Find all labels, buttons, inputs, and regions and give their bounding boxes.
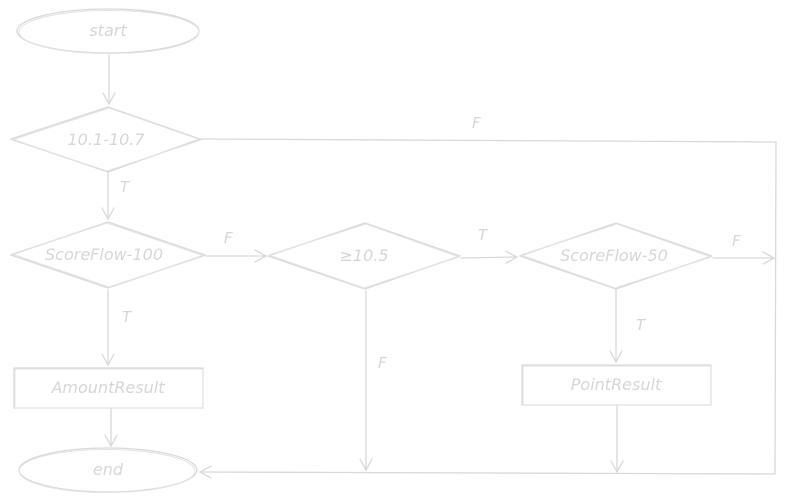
edge-label-threshold-false: F xyxy=(378,354,387,372)
start-label: start xyxy=(89,21,127,40)
process-amount-result-label: AmountResult xyxy=(50,378,165,397)
edge-label-scoreflow-100-false: F xyxy=(224,229,233,247)
edge-label-date-range-false: F xyxy=(472,114,481,132)
edge-label-scoreflow-50-false: F xyxy=(732,232,741,250)
decision-date-range[interactable]: 10.1-10.7 xyxy=(10,106,202,173)
decision-scoreflow-50[interactable]: ScoreFlow-50 xyxy=(519,222,713,290)
edge-label-scoreflow-100-true: T xyxy=(122,308,133,326)
process-point-result-label: PointResult xyxy=(571,375,662,394)
start-node[interactable]: start xyxy=(16,8,200,54)
decision-threshold[interactable]: ≥10.5 xyxy=(267,222,461,290)
end-node[interactable]: end xyxy=(18,447,198,493)
decision-date-range-label: 10.1-10.7 xyxy=(67,130,145,149)
edge-label-date-range-true: T xyxy=(120,178,131,196)
decision-scoreflow-100[interactable]: ScoreFlow-100 xyxy=(10,221,206,289)
edge-date-range-false xyxy=(198,138,777,479)
end-label: end xyxy=(93,460,124,479)
process-amount-result[interactable]: AmountResult xyxy=(13,367,204,409)
edge-threshold-true xyxy=(460,250,519,264)
edge-label-scoreflow-50-true: T xyxy=(636,316,647,334)
decision-threshold-label: ≥10.5 xyxy=(339,246,388,265)
decision-scoreflow-100-label: ScoreFlow-100 xyxy=(45,245,163,264)
edge-label-threshold-true: T xyxy=(478,226,489,244)
process-point-result[interactable]: PointResult xyxy=(521,364,712,406)
decision-scoreflow-50-label: ScoreFlow-50 xyxy=(560,246,668,265)
